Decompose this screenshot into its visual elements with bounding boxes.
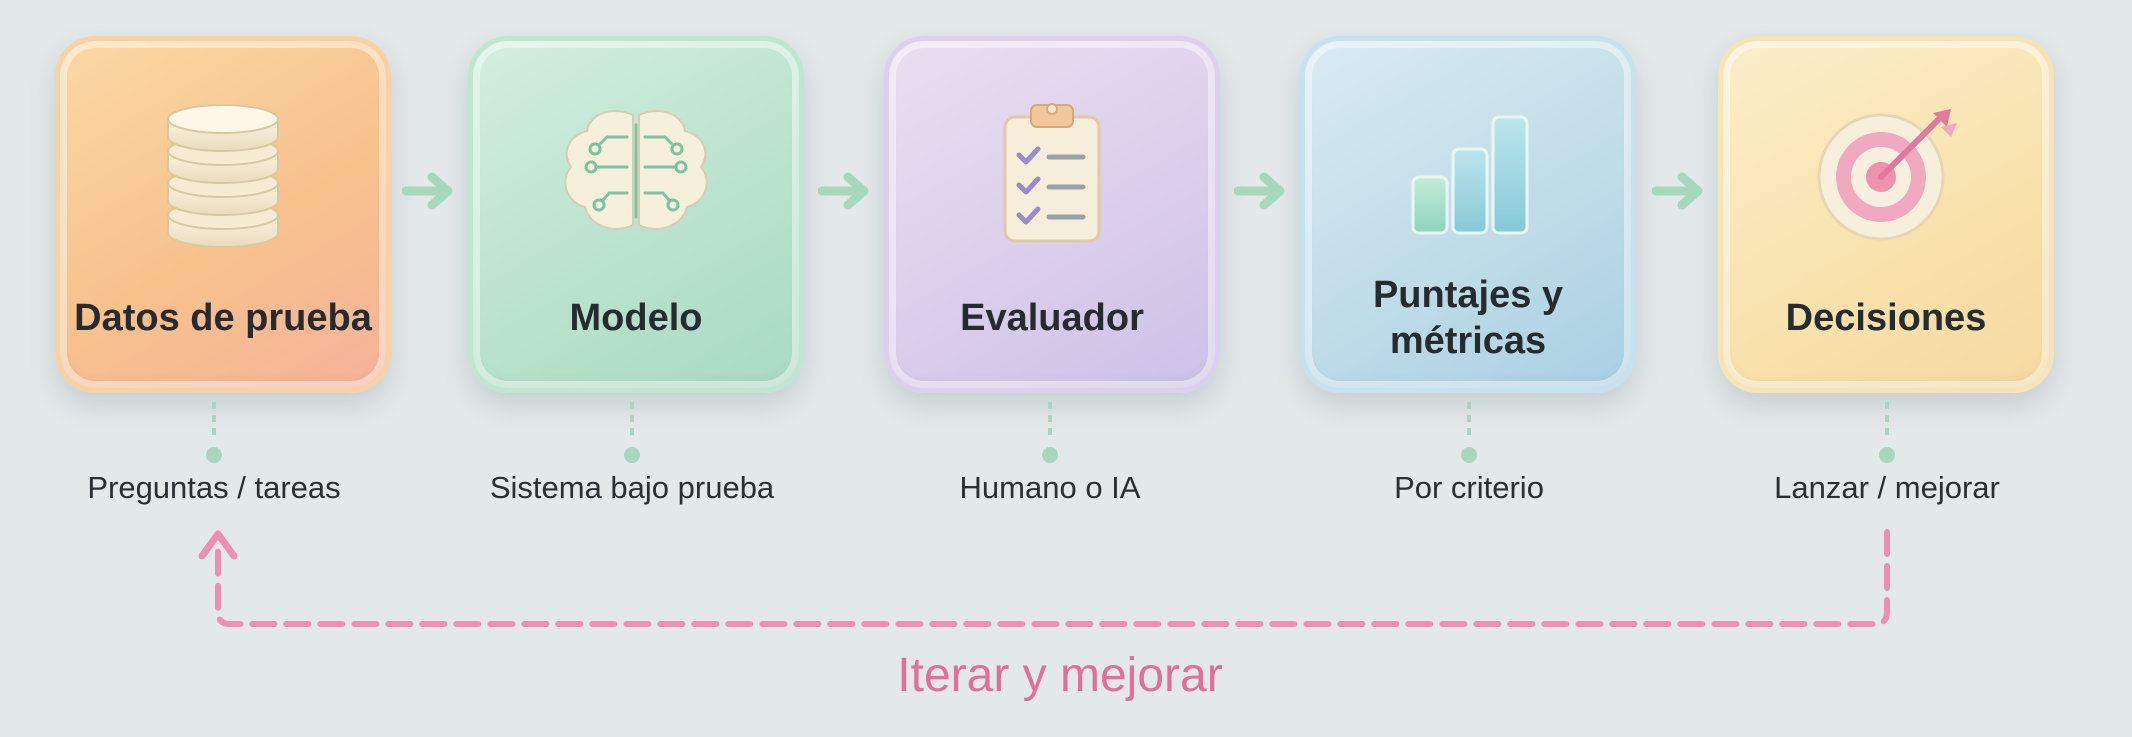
step-title: Modelo [569, 297, 703, 339]
bar-chart-icon [1305, 97, 1631, 247]
step-title: Datos de prueba [74, 297, 372, 339]
step-card-test-data: Datos de prueba [55, 36, 391, 393]
step-card-decisions: Decisiones [1718, 36, 2054, 393]
step-subtitle: Humano o IA [959, 470, 1141, 505]
clipboard-checklist-icon [889, 97, 1215, 247]
step-subtitle: Preguntas / tareas [87, 470, 341, 505]
step-title: Decisiones [1785, 297, 1987, 339]
loop-label: Iterar y mejorar [897, 649, 1223, 702]
step-card-model: Modelo [468, 36, 804, 393]
database-icon [60, 97, 386, 247]
dotted-connector [206, 402, 222, 463]
step-title: Puntajes y métricas [1372, 274, 1564, 362]
step-subtitle: Por criterio [1394, 470, 1544, 505]
step-card-evaluator: Evaluador [884, 36, 1220, 393]
dotted-connector [1461, 402, 1477, 463]
step-title: Evaluador [960, 297, 1144, 339]
step-card-scores: Puntajes y métricas [1300, 36, 1636, 393]
arrow-right-icon [402, 172, 453, 210]
step-subtitle: Sistema bajo prueba [489, 470, 775, 505]
arrow-right-icon [1234, 172, 1285, 210]
dotted-connector [1879, 402, 1895, 463]
step-subtitle: Lanzar / mejorar [1774, 470, 2000, 505]
dotted-connector [1042, 402, 1058, 463]
arrow-right-icon [1652, 172, 1703, 210]
arrow-right-icon [818, 172, 869, 210]
dotted-connector [624, 402, 640, 463]
target-arrow-icon [1723, 97, 2049, 247]
brain-circuit-icon [473, 97, 799, 247]
